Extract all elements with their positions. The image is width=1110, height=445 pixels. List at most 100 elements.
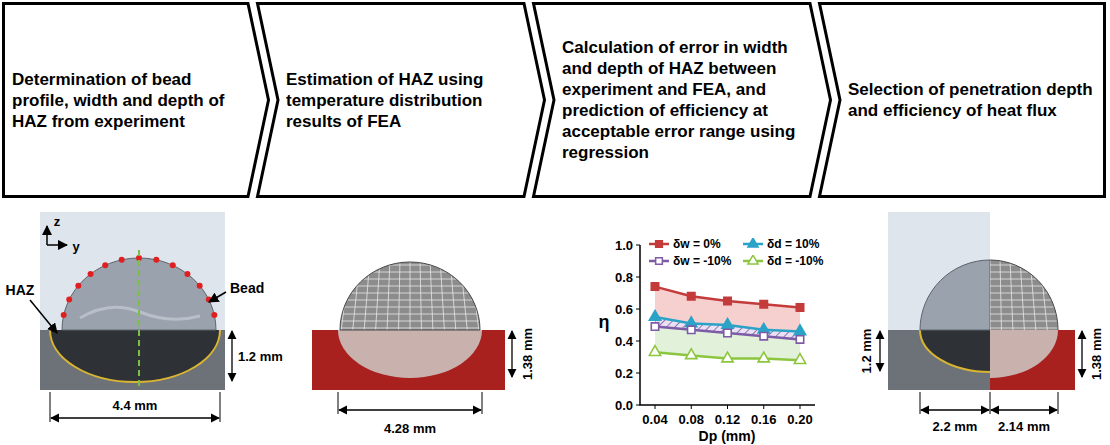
- profile-dot: [170, 262, 176, 268]
- profile-dot: [119, 257, 125, 263]
- axis-tick: 0.8: [615, 271, 633, 284]
- mesh-line: [480, 258, 491, 332]
- haz-region: [990, 330, 1058, 378]
- extension-line: [482, 392, 483, 414]
- dimension-line: [51, 417, 219, 418]
- leader-line: [30, 300, 57, 333]
- mesh-line: [330, 258, 490, 259]
- comparison-figure: [888, 212, 1075, 390]
- mesh-line: [990, 293, 1062, 294]
- axis-title: Dp (mm): [699, 429, 756, 443]
- efficiency-chart: [636, 245, 815, 409]
- process-chevron: Selection of penetration depth and effic…: [818, 2, 1106, 198]
- data-marker: [722, 318, 733, 328]
- mesh-lines: [318, 258, 502, 332]
- data-marker: [724, 297, 731, 304]
- series-markers: [651, 323, 803, 343]
- legend-sample: [742, 255, 764, 267]
- legend-marker: [656, 258, 663, 265]
- axis-tick: 0.4: [615, 335, 633, 348]
- axis-tick: 0.12: [715, 413, 740, 426]
- tick-mark: [691, 405, 692, 409]
- data-marker: [794, 354, 805, 364]
- mesh-line: [490, 258, 502, 332]
- axis-tick: 0.0: [615, 399, 633, 412]
- process-chevron: Calculation of error in width and depth …: [532, 2, 832, 198]
- dimension-line: [511, 331, 512, 377]
- profile-dot: [211, 312, 217, 318]
- tick-mark: [727, 405, 728, 409]
- axis-tick: 0.6: [615, 303, 633, 316]
- dimension-line: [991, 409, 1057, 410]
- mesh-line: [990, 328, 1062, 329]
- chevron-outline: [818, 2, 1106, 198]
- extension-line: [990, 392, 991, 414]
- mesh-line: [330, 272, 490, 273]
- series-markers: [649, 346, 805, 364]
- dimension-line: [1081, 331, 1082, 377]
- extension-line: [920, 392, 921, 414]
- dimension-label: 1.38 mm: [521, 328, 534, 380]
- profile-dot: [153, 257, 159, 263]
- mesh-line: [330, 307, 490, 308]
- data-marker: [760, 300, 767, 307]
- mesh-line: [990, 272, 1062, 273]
- dimension-label: 1.2 mm: [860, 329, 873, 374]
- data-marker: [649, 346, 660, 356]
- mesh-line: [990, 307, 1062, 308]
- mesh-line: [330, 279, 490, 280]
- data-marker: [651, 283, 658, 290]
- y-axis: [47, 244, 67, 246]
- tick-mark: [636, 373, 640, 374]
- haz-outline: [920, 330, 990, 372]
- haz-region: [50, 330, 220, 382]
- axis-tick: 0.20: [787, 413, 812, 426]
- legend-text: δw = -10%: [673, 255, 731, 267]
- dimension-line: [339, 409, 481, 410]
- profile-dot: [88, 271, 94, 277]
- mesh-line: [318, 258, 330, 332]
- base-plate: [888, 330, 990, 390]
- dimension-line: [231, 331, 232, 381]
- legend-marker: [656, 241, 663, 248]
- tick-mark: [636, 277, 640, 278]
- extension-line: [1058, 392, 1059, 414]
- profile-dot: [102, 262, 108, 268]
- axis-tick: 0.04: [642, 413, 667, 426]
- experiment-photo: [40, 212, 225, 390]
- fea-model: [312, 258, 505, 390]
- legend-item: δd = 10%: [742, 238, 819, 250]
- photo-background: [888, 212, 990, 330]
- step-text: Determination of bead profile, width and…: [12, 69, 240, 132]
- legend-sample: [648, 255, 670, 267]
- haz-outline: [50, 330, 220, 382]
- legend-text: δd = 10%: [767, 238, 819, 250]
- extension-line: [50, 392, 51, 422]
- mesh-line: [330, 265, 490, 266]
- process-chevron: Estimation of HAZ using temperature dist…: [256, 2, 546, 198]
- legend-item: δd = -10%: [742, 255, 823, 267]
- chart-axes: [640, 245, 815, 405]
- dimension-line: [879, 331, 880, 371]
- chevron-shape: [258, 4, 545, 197]
- tick-mark: [636, 245, 640, 246]
- chevron-shape: [820, 4, 1105, 197]
- data-marker: [651, 323, 658, 330]
- profile-dot: [61, 312, 67, 318]
- data-marker: [794, 325, 805, 335]
- part-label: HAZ: [6, 283, 35, 297]
- base-plate: [40, 330, 225, 390]
- tick-mark: [800, 405, 801, 409]
- data-marker: [688, 326, 695, 333]
- profile-dot: [184, 271, 190, 277]
- tick-mark: [636, 341, 640, 342]
- data-marker: [686, 317, 697, 327]
- data-marker: [649, 310, 660, 320]
- mesh-line: [990, 321, 1062, 322]
- mesh-line: [330, 321, 490, 322]
- tick-mark: [636, 405, 640, 406]
- mesh-lines: [990, 258, 1071, 332]
- data-marker: [796, 304, 803, 311]
- dimension-label: 2.14 mm: [998, 420, 1050, 433]
